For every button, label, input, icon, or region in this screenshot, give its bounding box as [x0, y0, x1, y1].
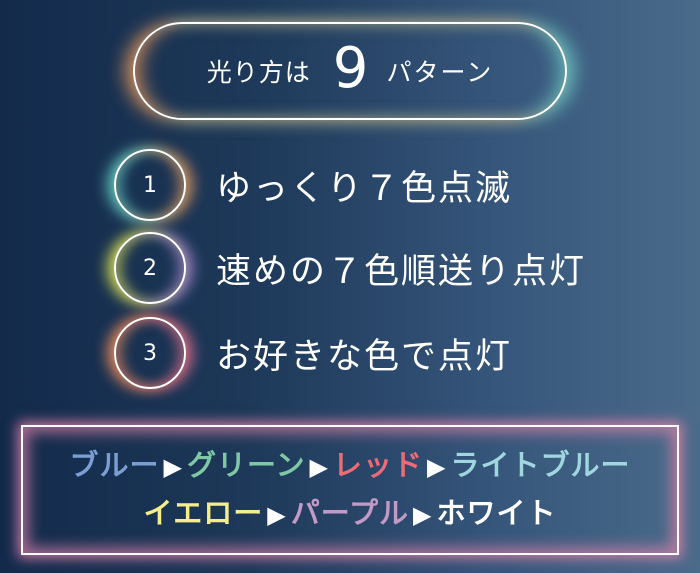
pattern-count: 9: [332, 35, 369, 101]
color-blue: ブルー: [69, 448, 160, 482]
header-pill: 光り方は 9 パターン: [133, 22, 567, 120]
number-badge-3: 3: [114, 317, 186, 389]
color-row-2: イエロー▶パープル▶ホワイト: [144, 490, 557, 538]
color-red: レッド: [333, 448, 424, 482]
header-suffix: パターン: [386, 58, 494, 87]
arrow-right-icon: ▶: [163, 453, 183, 481]
pattern-item-3: 3 お好きな色で点灯: [114, 317, 512, 389]
header-prefix: 光り方は: [206, 58, 311, 87]
color-green: グリーン: [186, 448, 306, 482]
color-white: ホワイト: [436, 496, 557, 530]
arrow-right-icon: ▶: [267, 501, 287, 529]
pattern-label-2: 速めの７色順送り点灯: [216, 251, 587, 292]
color-purple: パープル: [290, 496, 409, 530]
pattern-label-1: ゆっくり７色点滅: [216, 168, 513, 209]
arrow-right-icon: ▶: [427, 453, 447, 481]
number-badge-1: 1: [114, 149, 186, 221]
arrow-right-icon: ▶: [412, 501, 433, 529]
pattern-item-2: 2 速めの７色順送り点灯: [114, 232, 586, 304]
pattern-label-3: お好きな色で点灯: [216, 336, 513, 377]
number-badge-2: 2: [114, 232, 186, 304]
color-light-blue: ライトブルー: [450, 448, 631, 482]
pattern-item-1: 1 ゆっくり７色点滅: [114, 149, 512, 221]
color-row-1: ブルー▶グリーン▶レッド▶ライトブルー: [69, 442, 630, 490]
color-yellow: イエロー: [143, 496, 264, 530]
color-sequence-box: ブルー▶グリーン▶レッド▶ライトブルー イエロー▶パープル▶ホワイト: [21, 425, 679, 555]
arrow-right-icon: ▶: [309, 453, 329, 481]
